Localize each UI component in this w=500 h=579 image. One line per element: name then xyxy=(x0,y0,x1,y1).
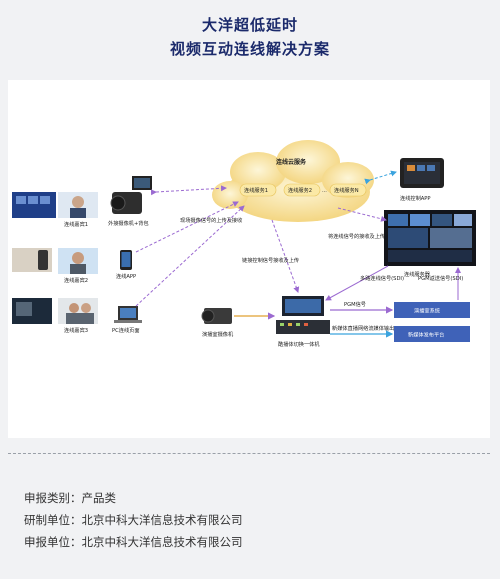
guest-2-label: 连线嘉宾2 xyxy=(64,276,88,284)
guest-1: 连线嘉宾1 xyxy=(12,192,98,228)
multi-signal-label: 多路连线信号(SDI) xyxy=(360,274,404,282)
control-app-label: 连线控制APP xyxy=(400,194,431,202)
cloud-label: 连线云服务 xyxy=(276,158,307,166)
edge-labels: 现场摄像信号的上传及接收 链接控制信号接收及上传 将连线信号的接收及上传 多路连… xyxy=(180,216,463,332)
divider xyxy=(8,453,490,454)
external-camera: 外接摄像机+背包 xyxy=(108,176,152,227)
edge-return-label: 链接控制信号接收及上传 xyxy=(242,256,299,264)
guest-3: 连线嘉宾3 xyxy=(12,298,98,334)
switcher-label: 酷播体切换一体机 xyxy=(278,340,320,348)
edges xyxy=(135,170,461,338)
title-line-2: 视频互动连线解决方案 xyxy=(169,40,330,58)
switcher: 酷播体切换一体机 xyxy=(276,296,330,348)
guest-3-label: 连线嘉宾3 xyxy=(64,326,88,334)
diagram-panel: 连线云服务 连线服务1 连线服务2 ... 连线服务N 连线嘉宾1 xyxy=(8,80,490,438)
phone-app: 连线APP xyxy=(116,250,136,280)
pgm-signal-label: PGM信号 xyxy=(344,300,366,308)
studio-camera-label: 演播室摄像机 xyxy=(202,330,234,338)
title-line-1: 大洋超低延时 xyxy=(201,16,298,34)
newmedia-platform: 新媒体发布平台 xyxy=(394,326,470,342)
server-label: 连线服务器 xyxy=(404,270,431,278)
edge-media-label: 将连线信号的接收及上传 xyxy=(328,232,385,240)
external-camera-label: 外接摄像机+背包 xyxy=(108,219,149,227)
cloud-service: 连线云服务 连线服务1 连线服务2 ... 连线服务N xyxy=(212,140,374,222)
pgm-return-label: PGM返送信号(SDI) xyxy=(418,274,463,282)
cloud-node-2: 连线服务2 xyxy=(288,186,312,194)
broadcast-system: 演播室系统 xyxy=(394,302,470,318)
cloud-node-n: 连线服务N xyxy=(334,186,359,194)
cloud-dots: ... xyxy=(322,188,327,194)
newmedia-signal-label: 新媒体直播网络流媒体输出 xyxy=(332,324,394,332)
developer-line: 研制单位：北京中科大洋信息技术有限公司 xyxy=(24,513,243,527)
cloud-node-1: 连线服务1 xyxy=(244,186,268,194)
guest-1-label: 连线嘉宾1 xyxy=(64,220,88,228)
architecture-diagram: 连线云服务 连线服务1 连线服务2 ... 连线服务N 连线嘉宾1 xyxy=(12,140,476,348)
phone-app-label: 连线APP xyxy=(116,272,136,280)
broadcast-system-label: 演播室系统 xyxy=(414,307,440,315)
applicant-line: 申报单位：北京中科大洋信息技术有限公司 xyxy=(24,535,243,549)
newmedia-platform-label: 新媒体发布平台 xyxy=(408,331,444,339)
connection-server: 连线服务器 xyxy=(384,210,476,278)
category-line: 申报类别：产品类 xyxy=(24,491,116,505)
control-app: 连线控制APP xyxy=(400,158,444,202)
pc-page-label: PC连线页面 xyxy=(112,326,140,334)
pc-page: PC连线页面 xyxy=(112,306,142,334)
edge-uplink-label: 现场摄像信号的上传及接收 xyxy=(180,216,242,224)
guest-2: 连线嘉宾2 xyxy=(12,248,98,284)
studio-camera: 演播室摄像机 xyxy=(201,308,234,338)
